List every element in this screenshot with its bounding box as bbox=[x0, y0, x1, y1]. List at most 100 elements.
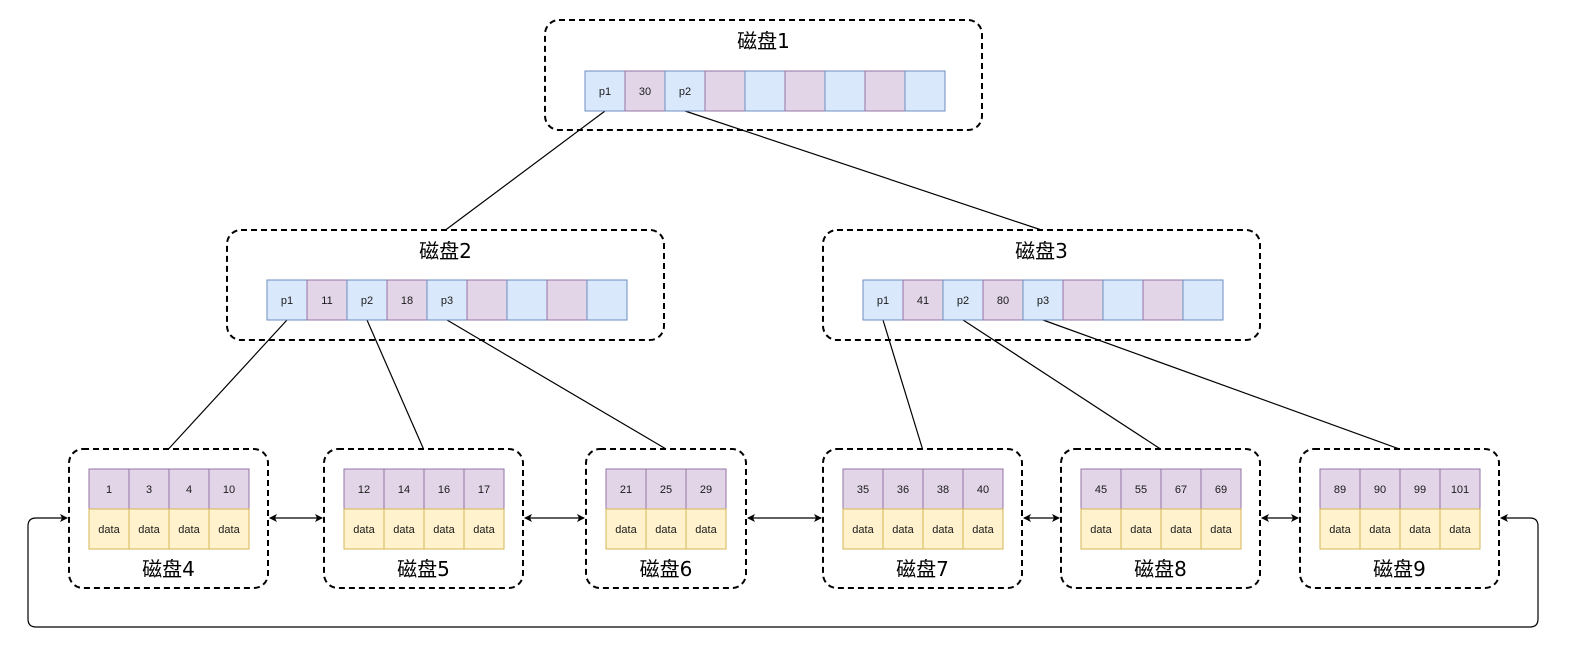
key-text: 29 bbox=[700, 484, 712, 496]
key-text: 11 bbox=[321, 295, 332, 307]
pointer-text: p2 bbox=[957, 295, 969, 307]
disk-label: 磁盘6 bbox=[640, 557, 693, 581]
key-text: 40 bbox=[977, 484, 989, 496]
key-cell bbox=[704, 70, 746, 112]
key-cell bbox=[128, 468, 170, 510]
data-cell bbox=[168, 508, 210, 550]
tree-edge-disk2-p2 bbox=[366, 319, 425, 450]
key-cell bbox=[1160, 468, 1202, 510]
data-text: data bbox=[1210, 524, 1232, 536]
data-cell bbox=[463, 508, 505, 550]
key-cell bbox=[864, 70, 906, 112]
data-text: data bbox=[852, 524, 874, 536]
key-text: 90 bbox=[1374, 484, 1386, 496]
data-text: data bbox=[972, 524, 994, 536]
pointer-text: p1 bbox=[281, 295, 293, 307]
leaf-links bbox=[27, 514, 1539, 628]
pointer-text: p2 bbox=[361, 295, 373, 307]
tree-edge-disk2-p3 bbox=[446, 319, 667, 450]
key-cell bbox=[343, 468, 385, 510]
disk-frame bbox=[68, 448, 269, 589]
key-text: 69 bbox=[1215, 484, 1227, 496]
disk-frame bbox=[822, 448, 1023, 589]
pointer-cell bbox=[1182, 279, 1224, 321]
pointer-cell bbox=[942, 279, 984, 321]
data-text: data bbox=[473, 524, 495, 536]
key-text: 17 bbox=[478, 484, 490, 496]
disk-frame bbox=[1299, 448, 1500, 589]
key-text: 30 bbox=[639, 86, 651, 98]
key-cell bbox=[88, 468, 130, 510]
key-text: 18 bbox=[401, 295, 413, 307]
data-text: data bbox=[218, 524, 240, 536]
pointer-cell bbox=[584, 70, 626, 112]
key-text: 25 bbox=[660, 484, 672, 496]
pointer-cell bbox=[1102, 279, 1144, 321]
key-cell bbox=[1359, 468, 1401, 510]
disk-label: 磁盘3 bbox=[1015, 239, 1068, 263]
key-cell bbox=[1142, 279, 1184, 321]
tree-edge-disk3-p1 bbox=[882, 319, 924, 450]
tree-edge-disk1-p2 bbox=[684, 110, 1042, 231]
key-cell bbox=[982, 279, 1024, 321]
disk-frame bbox=[585, 448, 747, 589]
key-text: 1 bbox=[106, 484, 112, 496]
key-cell bbox=[208, 468, 250, 510]
data-text: data bbox=[932, 524, 954, 536]
key-cell bbox=[168, 468, 210, 510]
key-cell bbox=[306, 279, 348, 321]
key-text: 45 bbox=[1095, 484, 1107, 496]
key-cell bbox=[463, 468, 505, 510]
pointer-cell bbox=[266, 279, 308, 321]
key-cell bbox=[386, 279, 428, 321]
disk-frame bbox=[1060, 448, 1261, 589]
data-text: data bbox=[138, 524, 160, 536]
data-text: data bbox=[615, 524, 637, 536]
data-text: data bbox=[433, 524, 455, 536]
data-cell bbox=[842, 508, 884, 550]
pointer-text: p1 bbox=[877, 295, 889, 307]
key-text: 38 bbox=[937, 484, 949, 496]
disk-frame bbox=[323, 448, 524, 589]
disk-label: 磁盘8 bbox=[1134, 557, 1187, 581]
disk-label: 磁盘4 bbox=[142, 557, 195, 581]
key-text: 101 bbox=[1451, 484, 1469, 496]
pointer-text: p3 bbox=[1037, 295, 1049, 307]
pointer-text: p1 bbox=[599, 86, 611, 98]
key-text: 4 bbox=[186, 484, 192, 496]
key-text: 80 bbox=[997, 295, 1009, 307]
data-cell bbox=[1319, 508, 1361, 550]
data-cell bbox=[962, 508, 1004, 550]
data-cell bbox=[645, 508, 687, 550]
key-text: 36 bbox=[897, 484, 909, 496]
key-cell bbox=[605, 468, 647, 510]
key-cell bbox=[842, 468, 884, 510]
key-cell bbox=[1062, 279, 1104, 321]
key-text: 3 bbox=[146, 484, 152, 496]
key-text: 89 bbox=[1334, 484, 1346, 496]
pointer-cell bbox=[824, 70, 866, 112]
pointer-cell bbox=[862, 279, 904, 321]
data-cell bbox=[1120, 508, 1162, 550]
data-text: data bbox=[98, 524, 120, 536]
key-cell bbox=[784, 70, 826, 112]
key-cell bbox=[423, 468, 465, 510]
data-text: data bbox=[1130, 524, 1152, 536]
pointer-text: p3 bbox=[441, 295, 453, 307]
data-cell bbox=[685, 508, 727, 550]
data-text: data bbox=[1409, 524, 1431, 536]
key-cell bbox=[1120, 468, 1162, 510]
key-cell bbox=[1080, 468, 1122, 510]
key-cell bbox=[685, 468, 727, 510]
data-cell bbox=[1200, 508, 1242, 550]
disk-frame bbox=[226, 229, 665, 341]
tree-edge-disk2-p1 bbox=[168, 319, 288, 450]
pointer-cell bbox=[904, 70, 946, 112]
